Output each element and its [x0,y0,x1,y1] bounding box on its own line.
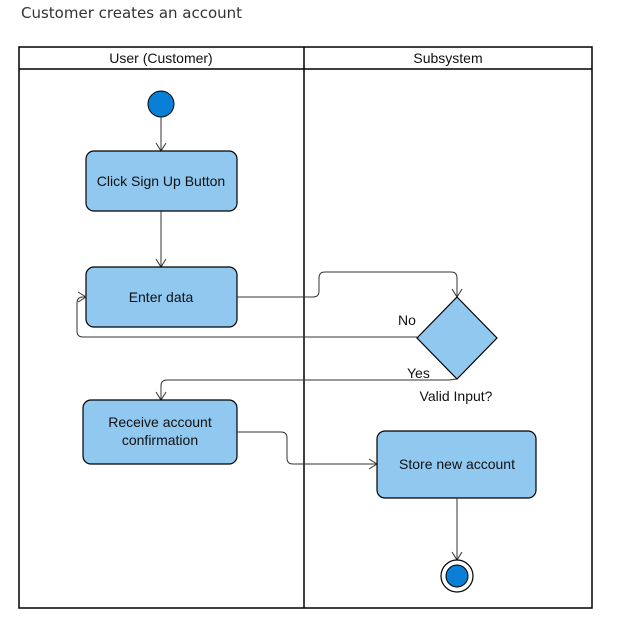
decision-label: Valid Input? [420,388,493,404]
action-receive-confirmation-label-line2: confirmation [122,432,198,448]
action-store-account-label: Store new account [399,456,515,472]
flow-no-branch [76,296,417,338]
lane-label-user: User (Customer) [109,50,212,66]
action-click-signup-label: Click Sign Up Button [97,173,225,189]
flow-confirmation-to-store [237,431,377,465]
yes-branch-label: Yes [407,365,430,381]
page-title: Customer creates an account [21,4,243,22]
flow-enter-data-to-decision [237,271,458,298]
end-node-inner [445,564,469,588]
swimlane-frame [18,46,593,609]
arrowhead-no-branch [77,291,87,303]
action-enter-data-label: Enter data [129,289,194,305]
flow-yes-branch [160,378,458,400]
no-branch-label: No [398,312,416,328]
start-node [147,90,175,118]
action-receive-confirmation-label-line1: Receive account [108,414,212,430]
lane-label-subsystem: Subsystem [413,50,482,66]
